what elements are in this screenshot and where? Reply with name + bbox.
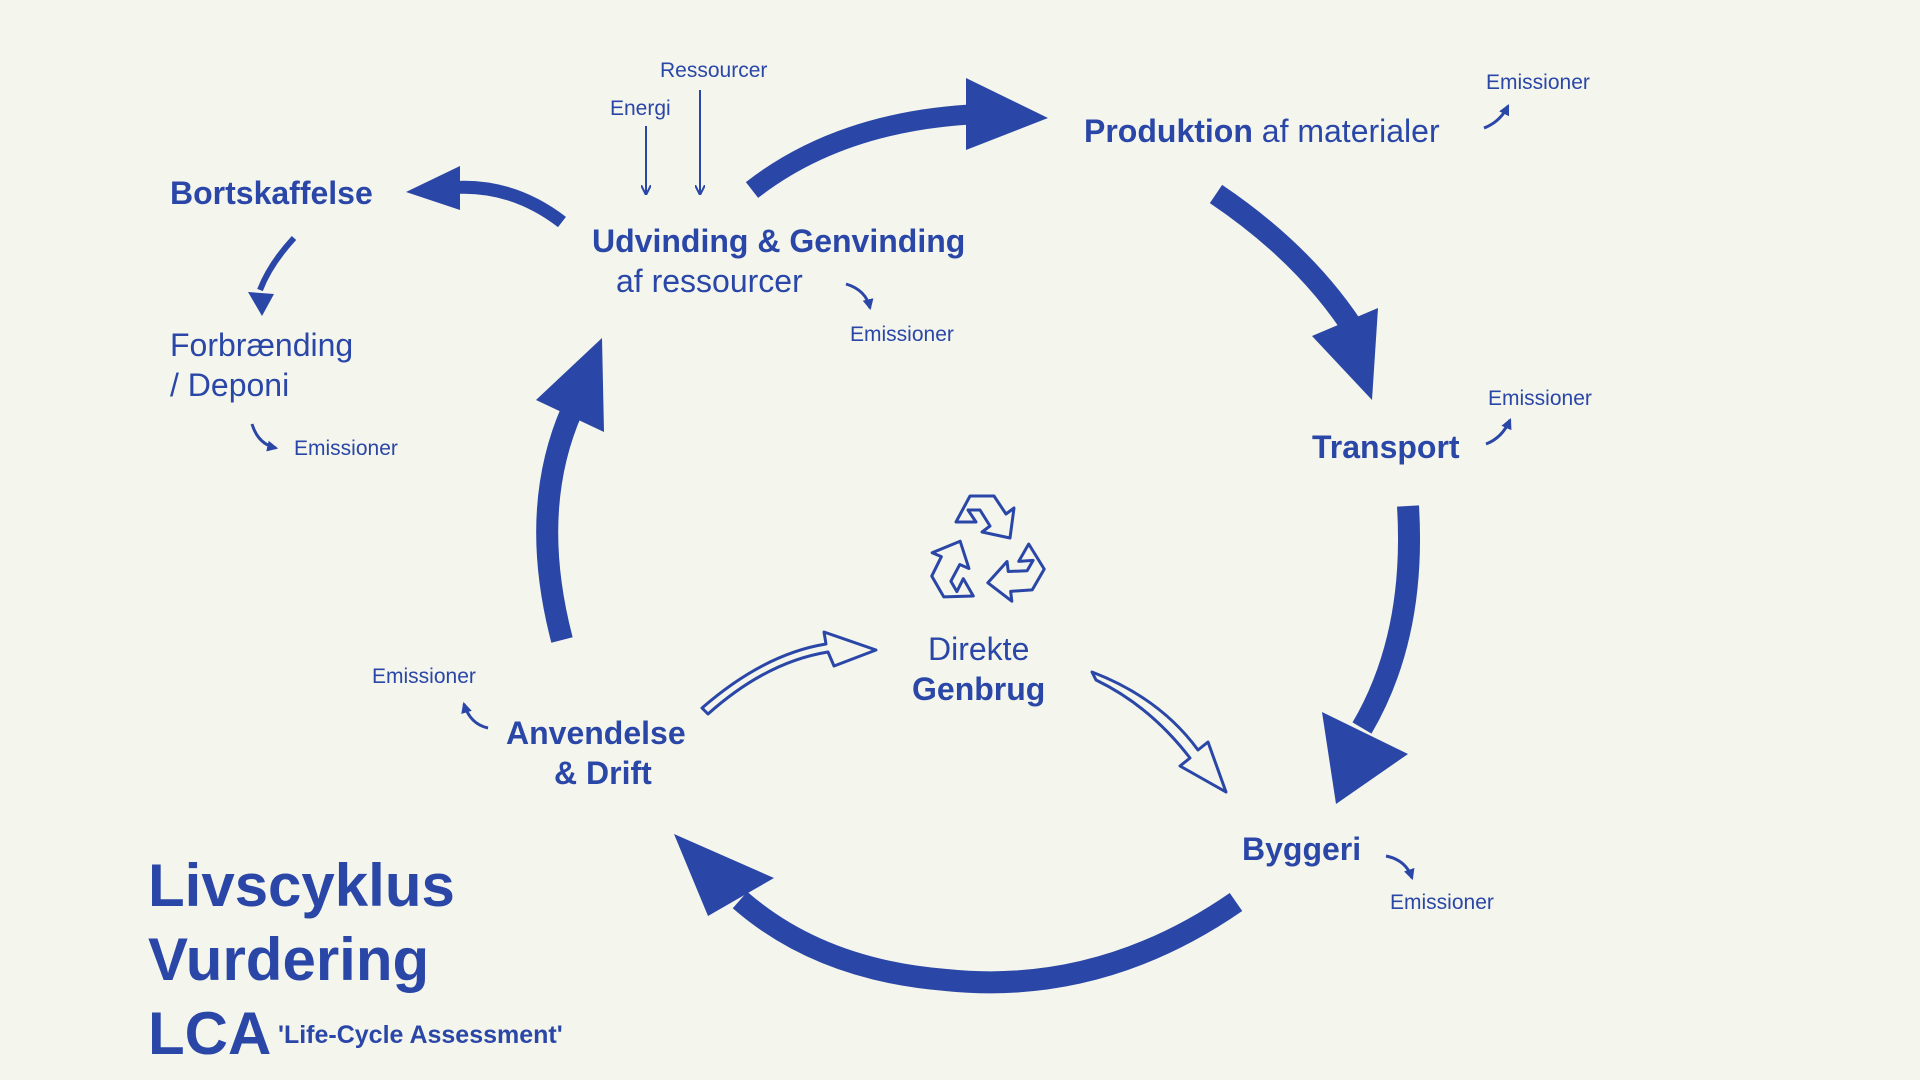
stage-incineration-line1: Forbrænding [170,327,354,363]
stage-production: Produktion af materialer [1084,112,1440,150]
stage-disposal: Bortskaffelse [170,175,373,211]
energy-label: Energi [610,97,671,120]
arrow-use-to-reuse [700,630,878,716]
emission-arrow-incineration [250,423,279,452]
emissions-label-transport: Emissioner [1488,387,1592,410]
stage-production-rest: af materialer [1252,113,1440,149]
arrow-extraction-to-disposal [406,166,566,228]
arrow-disposal-to-incineration [248,235,297,316]
stage-transport: Transport [1312,429,1460,465]
stage-use-subtitle: & Drift [554,755,652,791]
arrow-transport-to-construction [1322,505,1421,804]
title-line1: Livscyklus [148,852,455,919]
emission-arrow-use [461,701,489,730]
title-subtitle: 'Life-Cycle Assessment' [278,1021,563,1049]
emissions-label-incineration: Emissioner [294,437,398,460]
reuse-label-line2: Genbrug [912,671,1046,707]
emissions-label-extraction: Emissioner [850,323,954,346]
emissions-label-construction: Emissioner [1390,891,1494,914]
arrow-use-to-extraction [536,338,604,643]
emission-arrow-extraction [845,282,874,311]
arrow-extraction-to-production [745,78,1048,198]
arrow-construction-to-use [674,834,1243,994]
reuse-label-line1: Direkte [928,631,1030,667]
emission-arrow-production [1483,104,1510,130]
stage-incineration-line2: / Deponi [170,367,290,403]
stage-extraction-title: Udvinding & Genvinding [592,223,966,259]
title-line2: Vurdering [148,926,430,993]
stage-construction: Byggeri [1242,831,1362,867]
emission-arrow-transport [1485,417,1512,446]
emissions-label-production: Emissioner [1486,71,1590,94]
resources-label: Ressourcer [660,59,768,82]
arrow-reuse-to-construction [1090,670,1228,794]
stage-use-title: Anvendelse [506,715,686,751]
stage-extraction-subtitle: af ressourcer [616,263,803,299]
emissions-label-use: Emissioner [372,665,476,688]
recycle-icon [930,494,1046,603]
title-line3: LCA [148,1000,272,1067]
stage-production-bold: Produktion [1084,113,1253,149]
emission-arrow-construction [1385,854,1415,881]
arrow-production-to-transport [1209,184,1378,400]
